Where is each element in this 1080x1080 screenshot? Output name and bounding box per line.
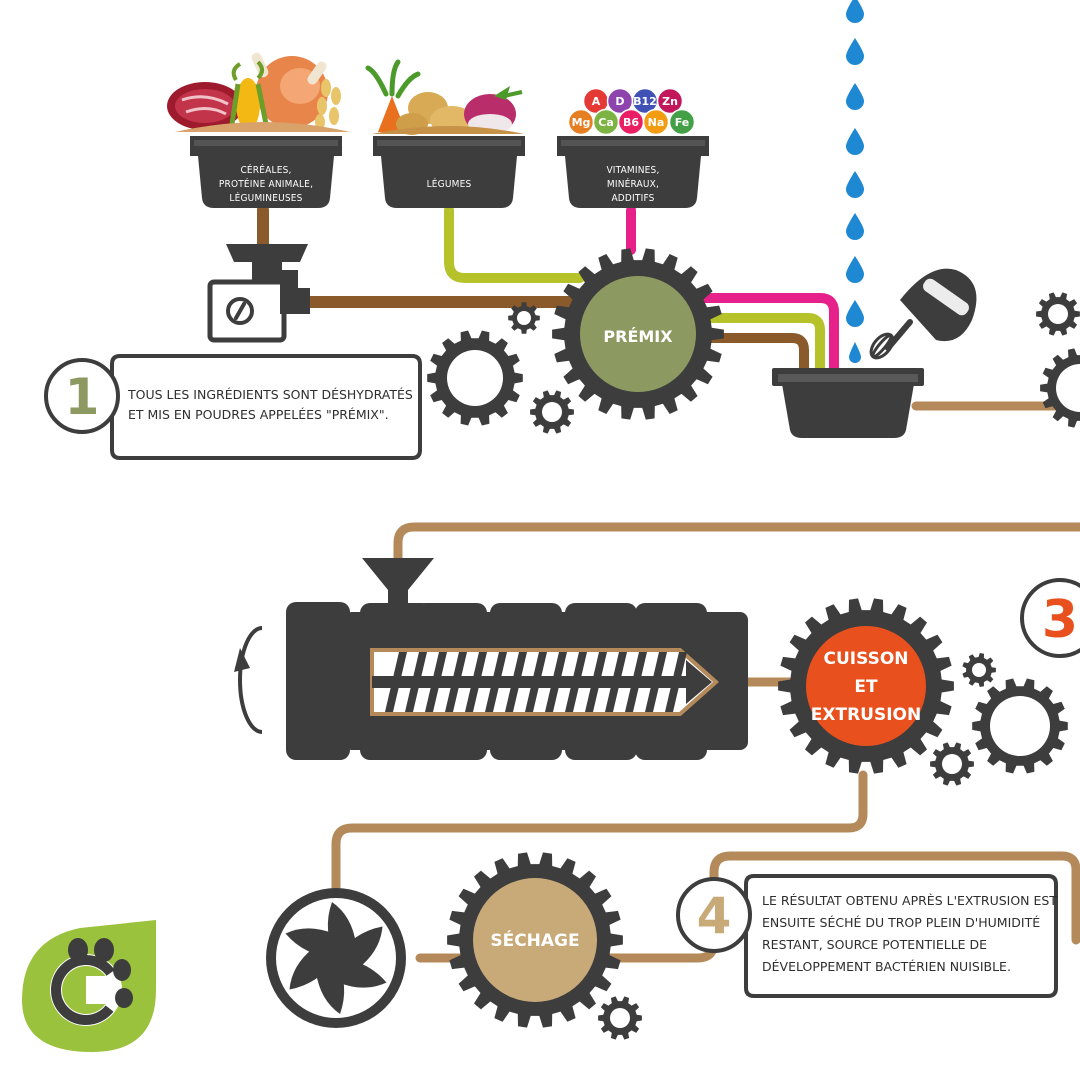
gear-drying: SÉCHAGE — [447, 852, 623, 1028]
bin-cereals: CÉRÉALES,PROTÉINE ANIMALE,LÉGUMINEUSES — [190, 136, 342, 208]
mixing-bowl-icon — [772, 368, 924, 438]
vitamin-bubble-label: Mg — [572, 116, 591, 129]
step-4-line-2: ENSUITE SÉCHÉ DU TROP PLEIN D'HUMIDITÉ — [762, 915, 1040, 930]
vitamin-bubble: Mg — [567, 108, 595, 136]
step-1-callout: 1 TOUS LES INGRÉDIENTS SONT DÉSHYDRATÉS … — [44, 354, 422, 460]
vitamin-bubble: Ca — [592, 108, 620, 136]
vitamin-bubble: B12 — [631, 87, 659, 115]
vitamin-bubble-label: Ca — [598, 116, 614, 129]
water-drop — [849, 342, 861, 363]
gear-cooking-label-line: ET — [854, 677, 878, 697]
gear-small-icon — [1040, 348, 1080, 428]
step-4-line-1: LE RÉSULTAT OBTENU APRÈS L'EXTRUSION EST — [762, 893, 1057, 908]
step-1-line-2: ET MIS EN POUDRES APPELÉES "PRÉMIX". — [128, 407, 389, 422]
step-4-line-4: DÉVELOPPEMENT BACTÉRIEN NUISIBLE. — [762, 959, 1011, 974]
pipe-premix-green-out — [695, 313, 825, 377]
gear-small-icon — [508, 302, 540, 334]
gear-small-icon — [962, 653, 996, 687]
gear-premix-label: PRÉMIX — [603, 327, 673, 346]
vitamin-bubble-label: Fe — [675, 116, 690, 129]
gear-cooking-label: CUISSON ET EXTRUSION — [811, 649, 921, 725]
bin-vitamins: VITAMINES,MINÉRAUX, ADDITIFS — [557, 136, 709, 208]
bin-vegetables: LÉGUMES — [373, 136, 525, 208]
ingredient-bins: CÉRÉALES,PROTÉINE ANIMALE,LÉGUMINEUSESLÉ… — [190, 136, 709, 208]
gear-small-icon — [1036, 292, 1080, 336]
vitamin-bubble-label: Zn — [662, 95, 678, 108]
bin-vitamins-label-line: ADDITIFS — [611, 193, 654, 204]
bin-vitamins-label-line: MINÉRAUX, — [607, 177, 659, 190]
vitamin-bubble: Fe — [668, 108, 696, 136]
vitamin-bubble-label: D — [615, 95, 624, 108]
gear-cooking: CUISSON ET EXTRUSION — [778, 598, 954, 774]
vitamin-bubble-label: Na — [648, 116, 665, 129]
bin-vitamins-label-line: VITAMINES, — [606, 165, 659, 176]
pipe-premix-pink-out — [695, 293, 839, 377]
gear-small-icon — [598, 996, 642, 1040]
food-vegetables-icon — [365, 59, 524, 135]
water-drops — [846, 0, 864, 363]
pipe-cooking-to-fan — [331, 770, 868, 905]
pipe-drying-out — [603, 851, 1080, 963]
brand-logo — [22, 920, 156, 1052]
pipe-return-to-hopper — [393, 522, 1080, 565]
gear-premix: PRÉMIX — [552, 248, 724, 420]
extruder-machine-icon — [234, 602, 748, 760]
step-4-number: 4 — [697, 887, 732, 945]
bin-cereals-label-line: PROTÉINE ANIMALE, — [219, 177, 313, 190]
gear-cooking-label-line: CUISSON — [823, 649, 908, 669]
bin-cereals-label-line: LÉGUMINEUSES — [229, 191, 302, 204]
meat-grinder-icon — [207, 244, 310, 343]
step-4-line-3: RESTANT, SOURCE POTENTIELLE DE — [762, 937, 987, 952]
extruder-screw — [372, 652, 712, 712]
step-4-text: LE RÉSULTAT OBTENU APRÈS L'EXTRUSION EST… — [762, 893, 1061, 974]
water-drop — [846, 0, 864, 23]
pipe-premix-brown-out — [695, 333, 809, 377]
hopper-funnel-icon — [362, 558, 434, 604]
step-4-callout: 4 LE RÉSULTAT OBTENU APRÈS L'EXTRUSION E… — [676, 874, 1061, 998]
gear-drying-label: SÉCHAGE — [490, 929, 579, 951]
bin-cereals-label-line: CÉRÉALES, — [240, 163, 291, 176]
water-drop — [846, 213, 864, 240]
whisk-icon — [869, 268, 977, 360]
bin-vitamins-label: VITAMINES,MINÉRAUX, ADDITIFS — [606, 165, 659, 204]
bin-cereals-label: CÉRÉALES,PROTÉINE ANIMALE,LÉGUMINEUSES — [219, 163, 313, 204]
vitamin-bubble: B6 — [617, 108, 645, 136]
water-drop — [846, 83, 864, 110]
water-drop — [846, 256, 864, 283]
gear-cooking-label-line: EXTRUSION — [811, 705, 921, 725]
gear-small-icon — [972, 678, 1068, 774]
water-drop — [846, 38, 864, 65]
water-drop — [846, 300, 864, 327]
vitamin-bubble-label: B12 — [633, 95, 657, 108]
vitamin-bubble: Zn — [656, 87, 684, 115]
step-1-line-1: TOUS LES INGRÉDIENTS SONT DÉSHYDRATÉS — [127, 387, 413, 402]
vitamin-bubble-label: A — [592, 95, 601, 108]
fan-icon — [266, 888, 406, 1028]
step-1-number: 1 — [65, 368, 100, 426]
gears: PRÉMIX CUISSON ET EXTRUSION SÉCHAGE — [427, 248, 1080, 1040]
step-3-badge: 3 — [1020, 578, 1080, 658]
vitamin-bubble: Na — [642, 108, 670, 136]
step-1-text: TOUS LES INGRÉDIENTS SONT DÉSHYDRATÉS ET… — [127, 387, 417, 422]
pipes — [257, 204, 1080, 963]
water-drop — [846, 171, 864, 198]
bin-vegetables-label: LÉGUMES — [427, 177, 472, 190]
gear-small-icon — [930, 742, 974, 786]
bin-vegetables-label-line: LÉGUMES — [427, 177, 472, 190]
water-drop — [846, 128, 864, 155]
pipe-vegetables-to-premix — [444, 205, 585, 283]
step-3-number: 3 — [1042, 590, 1078, 650]
gear-small-icon — [530, 390, 574, 434]
vitamin-bubble-label: B6 — [623, 116, 639, 129]
food-cereal-meat-icon — [167, 52, 350, 132]
gear-small-icon — [427, 330, 523, 426]
